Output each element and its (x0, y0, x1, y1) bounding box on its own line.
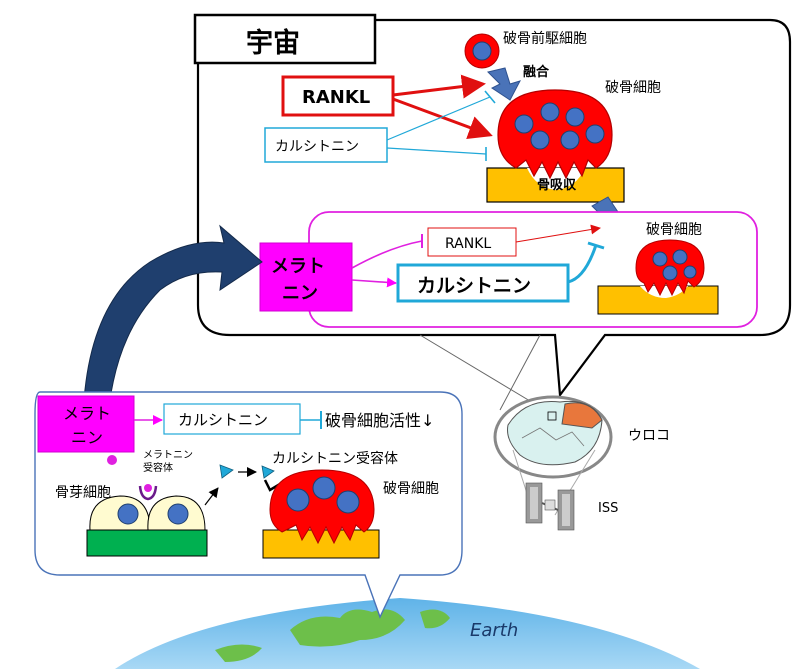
melatonin-receptor-label-2: 受容体 (143, 461, 173, 474)
fusion-label: 融合 (523, 64, 550, 80)
calcitonin-label: カルシトニン (275, 139, 359, 155)
precursor-label: 破骨前駆細胞 (503, 30, 587, 47)
melatonin-box-space (259, 242, 353, 312)
earth-globe: Earth (115, 598, 700, 669)
osteoclast-cell-inner (635, 239, 705, 297)
calcitonin-molecule-1 (219, 464, 234, 479)
space-to-earth-arrow (83, 224, 263, 401)
melatonin-box-earth (37, 395, 135, 453)
earth-label: Earth (470, 620, 518, 641)
inner-calcitonin-label: カルシトニン (417, 275, 531, 297)
osteoclast-label-earth: 破骨細胞 (383, 481, 439, 497)
scale-label: ウロコ (628, 428, 670, 444)
space-title: 宇宙 (246, 27, 300, 59)
melatonin-inhibit-rankl (351, 240, 423, 269)
melatonin-molecule (107, 455, 117, 465)
melatonin-label-earth-2: ニン (71, 428, 103, 447)
activity-label: 破骨細胞活性↓ (325, 411, 434, 430)
inner-calcitonin-box (396, 263, 570, 303)
earth-panel-callout (34, 391, 463, 619)
melatonin-receptor-label-1: メラトニン (143, 449, 193, 461)
inner-osteoclast-label: 破骨細胞 (646, 222, 702, 238)
osteoblast-label: 骨芽細胞 (55, 485, 111, 501)
rankl-to-fusion-arrow (392, 74, 486, 99)
rankl-label: RANKL (302, 87, 370, 108)
inner-calcitonin-inhibit (567, 244, 598, 284)
resorption-label: 骨吸収 (537, 178, 577, 193)
fusion-arrow (487, 67, 521, 101)
calcitonin-inhibit-fusion (386, 96, 491, 141)
melatonin-label-earth-1: メラト (63, 404, 111, 423)
calcitonin-inhibit-osteoclast (386, 147, 487, 155)
calcitonin-box (264, 127, 388, 163)
osteoblast-cells (89, 495, 206, 531)
inner-rankl-arrow (515, 224, 601, 243)
iss-icon (525, 482, 575, 531)
rankl-box (281, 75, 395, 117)
inner-rankl-label: RANKL (445, 236, 491, 252)
melatonin-receptor-ligand (144, 484, 152, 492)
secretion-arrow-1 (204, 487, 219, 506)
osteoclast-cell-earth (269, 469, 375, 545)
earth-panel: メラト ニン カルシトニン 破骨細胞活性↓ メラトニン 受容体 骨芽細胞 カルシ… (34, 391, 463, 619)
calcitonin-box-earth (163, 403, 301, 435)
osteoclast-precursor-cell (464, 33, 500, 69)
calcitonin-receptor-label: カルシトニン受容体 (272, 450, 398, 467)
space-panel: 宇宙 破骨前駆細胞 融合 破骨細胞 骨吸収 RANKL (193, 13, 792, 398)
melatonin-receptor (138, 485, 158, 501)
iss-label: ISS (598, 501, 618, 516)
osteoclast-label-top: 破骨細胞 (605, 80, 661, 96)
calcitonin-molecule-2 (261, 465, 275, 479)
melatonin-to-calcitonin-arrow (351, 277, 397, 288)
space-title-box (193, 13, 377, 65)
osteoclast-cell-top (497, 89, 613, 180)
melatonin-label-space-2: ニン (282, 283, 318, 304)
bone-plate-osteoblast (86, 529, 208, 557)
calcitonin-label-earth: カルシトニン (178, 411, 268, 429)
melatonin-label-space-1: メラト (271, 256, 325, 277)
